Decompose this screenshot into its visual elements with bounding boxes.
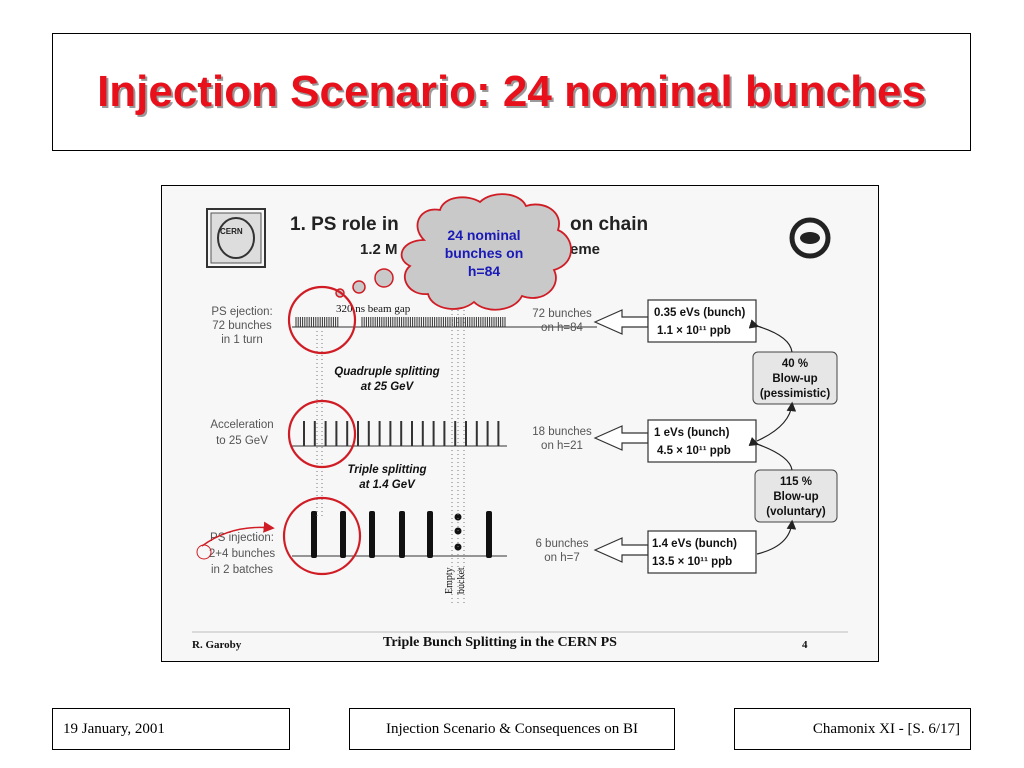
- blowup-115-label: Blow-up: [773, 491, 818, 503]
- empty-bucket-line1: Empty: [444, 567, 455, 594]
- ejection-emittance: 0.35 eVs (bunch): [654, 307, 746, 319]
- accel-emittance: 1 eVs (bunch): [654, 427, 730, 439]
- inject-right-label-line1: 6 bunches: [535, 538, 588, 550]
- empty-bucket-label: Empty bucket: [444, 567, 467, 594]
- slide-header-line2: 1.2 M: [360, 241, 398, 258]
- row-acceleration-labels: Acceleration to 25 GeV: [210, 419, 273, 447]
- injection-label-line1: PS injection:: [210, 532, 274, 544]
- footer-slide-number: Chamonix XI - [S. 6/17]: [812, 720, 960, 737]
- info-box-acceleration: 1 eVs (bunch) 4.5 × 10¹¹ ppb: [647, 419, 757, 463]
- cern-logo: CERN: [206, 208, 266, 268]
- blowup-box-pessimistic: 40 % Blow-up (pessimistic): [752, 351, 838, 405]
- info-box-ejection: 0.35 eVs (bunch) 1.1 × 10¹¹ ppb: [647, 299, 757, 343]
- quadruple-splitting-line1: Quadruple splitting: [334, 366, 439, 378]
- slide-header-line2-end: eme: [570, 241, 600, 258]
- blowup-115-percent: 115 %: [780, 476, 812, 488]
- inject-bunch: [369, 511, 375, 558]
- callout-cloud: 24 nominal bunches on h=84: [335, 193, 572, 311]
- red-circle-ejection: [287, 285, 357, 355]
- ejection-label-line2: 72 bunches: [212, 320, 272, 332]
- acceleration-label-line2: to 25 GeV: [216, 435, 268, 447]
- ps-logo: [789, 217, 831, 259]
- inject-bunch: [311, 511, 317, 558]
- red-circle-injection: [282, 496, 362, 576]
- ejection-right-label-line1: 72 bunches: [532, 308, 592, 320]
- slide-footer-author: R. Garoby: [192, 639, 242, 651]
- inject-intensity: 13.5 × 10¹¹ ppb: [652, 556, 732, 568]
- inject-bunch: [399, 511, 405, 558]
- cloud-text-line2: bunches on: [445, 245, 524, 261]
- slide-header-line1: 1. PS role in: [290, 214, 399, 235]
- inject-emittance: 1.4 eVs (bunch): [652, 538, 737, 550]
- cloud-text-line1: 24 nominal: [447, 227, 520, 243]
- red-highlight-circles: [196, 285, 362, 576]
- split-guide-lines: [316, 286, 465, 606]
- accel-right-label-line1: 18 bunches: [532, 426, 592, 438]
- row-injection-labels: PS injection: 2+4 bunches in 2 batches: [209, 532, 275, 576]
- footer-date: 19 January, 2001: [63, 720, 165, 737]
- injection-label-line3: in 2 batches: [211, 564, 273, 576]
- acceleration-bunch-train: [303, 421, 500, 446]
- injection-bunch-train: [311, 511, 492, 558]
- info-box-injection: 1.4 eVs (bunch) 13.5 × 10¹¹ ppb: [647, 530, 757, 574]
- blowup-curved-arrows: [748, 319, 797, 555]
- footer-slide-number-box: Chamonix XI - [S. 6/17]: [734, 708, 971, 750]
- slide-footer-page: 4: [802, 639, 808, 651]
- red-circle-acceleration: [287, 399, 357, 469]
- footer-date-box: 19 January, 2001: [52, 708, 290, 750]
- ejection-bunch-train: [295, 317, 506, 327]
- inject-right-label-line2: on h=7: [544, 552, 580, 564]
- beam-gap-label: 320 ns beam gap: [336, 303, 411, 315]
- slide-footer-title: Triple Bunch Splitting in the CERN PS: [383, 635, 617, 650]
- inject-bunch: [486, 511, 492, 558]
- slide-diagram: CERN 1. PS role in on chain 1.2 M eme PS…: [192, 193, 848, 651]
- cern-logo-text: CERN: [220, 227, 243, 236]
- triple-splitting-line1: Triple splitting: [347, 464, 426, 476]
- red-annotation-arrow: [201, 521, 275, 547]
- ejection-right-label-line2: on h=84: [541, 322, 583, 334]
- empty-bucket-dot: [454, 513, 462, 521]
- title-box: Injection Scenario: 24 nominal bunches: [52, 33, 971, 151]
- inject-bunch: [340, 511, 346, 558]
- inject-bunch: [427, 511, 433, 558]
- ejection-intensity: 1.1 × 10¹¹ ppb: [657, 325, 731, 337]
- empty-bucket-line2: bucket: [456, 567, 467, 594]
- blowup-40-qualifier: (pessimistic): [760, 388, 830, 400]
- footer-center-title: Injection Scenario & Consequences on BI: [385, 720, 639, 737]
- slide-header-line1-end: on chain: [570, 214, 648, 235]
- row-ejection-labels: PS ejection: 72 bunches in 1 turn: [211, 306, 272, 346]
- blowup-40-label: Blow-up: [772, 373, 817, 385]
- ejection-label-line3: in 1 turn: [221, 334, 263, 346]
- blowup-115-qualifier: (voluntary): [766, 506, 826, 518]
- accel-intensity: 4.5 × 10¹¹ ppb: [657, 445, 731, 457]
- quadruple-splitting-line2: at 25 GeV: [361, 381, 415, 393]
- ejection-label-line1: PS ejection:: [211, 306, 272, 318]
- accel-right-label-line2: on h=21: [541, 440, 583, 452]
- hollow-arrows: [593, 309, 649, 563]
- slide-title: Injection Scenario: 24 nominal bunches: [97, 67, 926, 116]
- cloud-text-line3: h=84: [468, 263, 501, 279]
- acceleration-label-line1: Acceleration: [210, 419, 273, 431]
- blowup-box-voluntary: 115 % Blow-up (voluntary): [754, 469, 838, 523]
- injection-label-line2: 2+4 bunches: [209, 548, 275, 560]
- footer-title-box: Injection Scenario & Consequences on BI: [349, 708, 675, 750]
- triple-splitting-line2: at 1.4 GeV: [359, 479, 416, 491]
- embedded-slide-image: CERN 1. PS role in on chain 1.2 M eme PS…: [161, 185, 879, 662]
- blowup-40-percent: 40 %: [782, 358, 808, 370]
